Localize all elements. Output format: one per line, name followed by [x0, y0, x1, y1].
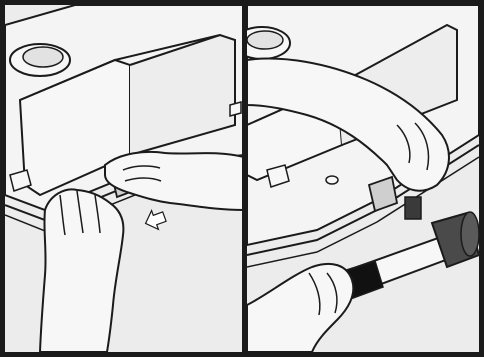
left-scene [5, 5, 244, 352]
hand-left [40, 189, 123, 352]
step-panel-right [242, 0, 484, 357]
clip-tab [405, 197, 421, 219]
mallet-head-face [461, 212, 479, 256]
right-scene [247, 5, 479, 352]
drain-hole-inner [247, 31, 283, 49]
step-panel-left [0, 0, 249, 357]
drain-hole-inner [23, 47, 63, 67]
rim-clip-right [230, 102, 241, 116]
rim-hole [326, 176, 338, 184]
